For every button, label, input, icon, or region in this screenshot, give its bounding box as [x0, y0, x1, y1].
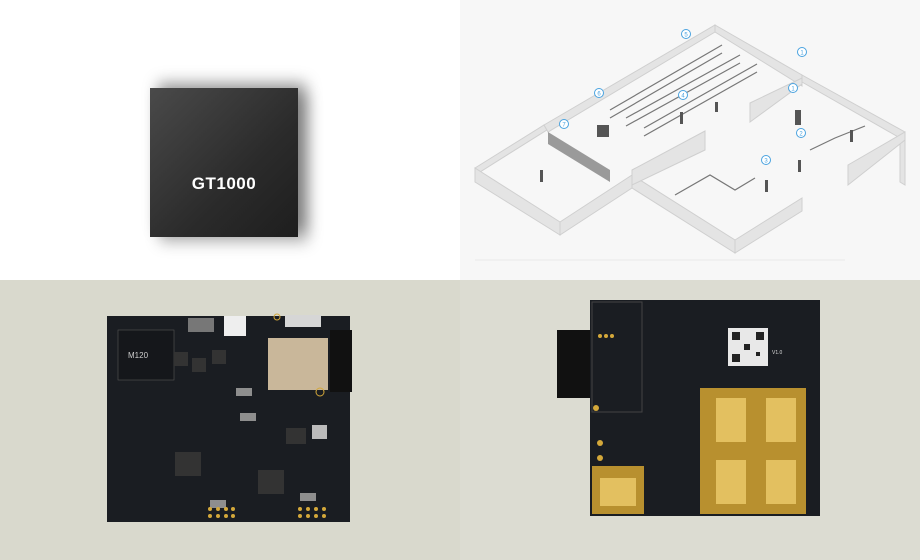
svg-text:3: 3: [764, 159, 768, 165]
module-label: M120: [128, 351, 149, 360]
callout-4: 4: [678, 90, 688, 100]
callout-2: 2: [796, 128, 806, 138]
svg-text:1: 1: [800, 51, 804, 57]
svg-text:6: 6: [597, 92, 601, 98]
chip-photo-panel: GT1000: [0, 0, 460, 280]
svg-text:2: 2: [799, 132, 803, 138]
callout-7: 7: [559, 119, 569, 129]
svg-text:1: 1: [791, 87, 795, 93]
pcb-front: M120: [107, 313, 352, 522]
callout-1b: 1: [788, 83, 798, 93]
callout-6: 6: [594, 88, 604, 98]
callout-5: 5: [681, 29, 691, 39]
board-back-photo-panel: V1.0: [460, 280, 920, 560]
svg-text:4: 4: [681, 94, 685, 100]
svg-text:7: 7: [562, 123, 566, 129]
board-front-photo-panel: M120: [0, 280, 460, 560]
version-label: V1.0: [772, 350, 783, 356]
factory-diagram-panel: 1 1 2 3 4 5 6 7: [460, 0, 920, 280]
gt1000-chip: GT1000: [150, 88, 298, 237]
chip-label: GT1000: [191, 174, 257, 193]
pcb-back: V1.0: [557, 300, 820, 516]
factory-isometric-diagram: 1 1 2 3 4 5 6 7: [474, 24, 906, 261]
callout-3: 3: [761, 155, 771, 165]
callout-1a: 1: [797, 47, 807, 57]
svg-text:5: 5: [684, 33, 688, 39]
